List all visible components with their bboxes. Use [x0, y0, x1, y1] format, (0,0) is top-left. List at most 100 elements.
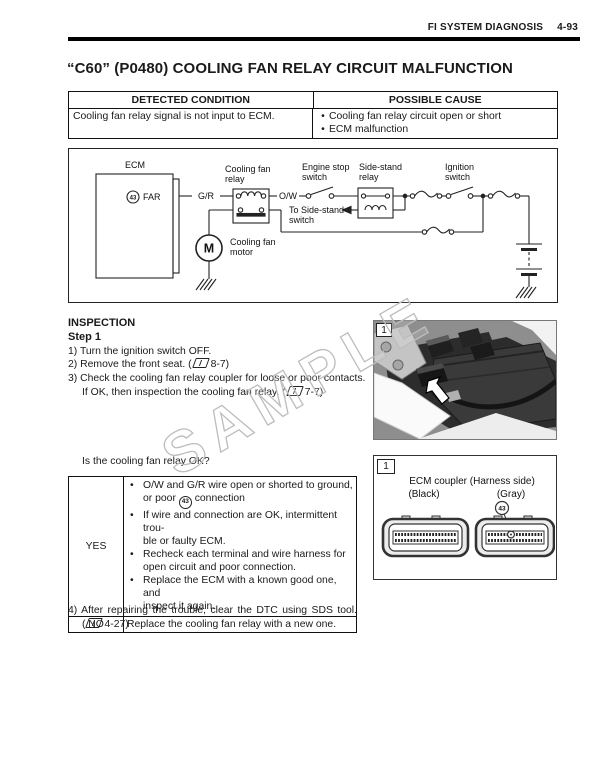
ignition-switch-symbol — [445, 186, 474, 199]
side-stand-relay-label: relay — [359, 172, 379, 182]
to-side-stand-label: To Side-stand — [289, 205, 344, 215]
yes-cell: • O/W and G/R wire open or shorted to gr… — [124, 477, 356, 616]
pin-label: FAR — [143, 192, 161, 202]
cause-text: Cooling fan relay circuit open or short — [329, 111, 502, 122]
figure-number-label: 1 — [377, 459, 395, 474]
coupler-illustration: ECM coupler (Harness side) (Black) (Gray… — [381, 476, 556, 558]
yes-item: • Replace the ECM with a known good one,… — [127, 574, 353, 613]
detected-condition-header: DETECTED CONDITION — [69, 92, 314, 108]
relay-block — [458, 328, 483, 348]
engine-stop-label: Engine stop — [302, 162, 350, 172]
circuit-diagram: ECM 43 FAR G/R O/W Cooling fan relay Eng… — [95, 160, 542, 299]
motor-label: Cooling fan — [230, 237, 276, 247]
condition-table-body-row: Cooling fan relay signal is not input to… — [69, 109, 557, 138]
refer-icon — [285, 385, 304, 396]
pin-number: 43 — [498, 506, 506, 513]
bullet: • — [130, 549, 134, 560]
connector-block — [486, 321, 516, 340]
step-text: 2) Remove the front seat. ( — [68, 359, 192, 371]
pointer-arrow-icon — [425, 375, 450, 405]
wire-label-ow: O/W — [279, 191, 298, 201]
coupler-title: ECM coupler (Harness side) — [409, 476, 535, 487]
step-title: Step 1 — [68, 330, 102, 343]
photo-illustration — [373, 321, 558, 440]
inspection-question: Is the cooling fan relay OK? — [82, 456, 210, 467]
yes-text: Recheck each terminal and wire harness f… — [143, 549, 346, 560]
to-side-stand-label: switch — [289, 215, 314, 225]
coupler-gray-label: (Gray) — [497, 489, 525, 500]
refer-icon — [85, 617, 104, 628]
yes-item: • If wire and connection are OK, intermi… — [127, 509, 353, 548]
bullet: • — [130, 480, 134, 491]
bullet: • — [321, 123, 325, 135]
relay-label: Cooling fan — [225, 164, 271, 174]
step-line: (4-27) — [68, 617, 357, 632]
seat-edge — [512, 321, 556, 355]
yes-text: open circuit and poor connection. — [143, 562, 297, 573]
circled-pin-number: 43 — [178, 496, 192, 509]
refer-page: 7-7) — [304, 386, 324, 398]
yes-text: If wire and connection are OK, intermitt… — [143, 510, 338, 534]
bracket-plate — [373, 324, 427, 380]
figure-ecm-coupler: ECM coupler (Harness side) (Black) (Gray… — [373, 455, 557, 580]
header-page-number: 4-93 — [557, 22, 578, 33]
step-text: 1) Turn the ignition switch OFF. — [68, 345, 212, 357]
circled-pin-number — [494, 500, 510, 516]
page-header: FI SYSTEM DIAGNOSIS 4-93 — [428, 22, 578, 33]
yes-label: YES — [69, 477, 124, 616]
yes-text: connection — [191, 493, 245, 504]
wire-label-gr: G/R — [198, 191, 215, 201]
detected-condition-cell: Cooling fan relay signal is not input to… — [69, 109, 313, 138]
ecm-box — [95, 173, 180, 279]
coupler-black-label: (Black) — [408, 489, 439, 500]
page-title: “C60” (P0480) COOLING FAN RELAY CIRCUIT … — [67, 60, 513, 77]
battery-icon — [516, 243, 542, 287]
step-text: 3) Check the cooling fan relay coupler f… — [68, 373, 366, 385]
relay-label: relay — [225, 174, 245, 184]
step-text: If OK, then inspection the cooling fan r… — [82, 386, 286, 398]
engine-stop-label: switch — [302, 172, 327, 182]
inspection-heading: INSPECTION — [68, 317, 136, 329]
step-line: 1) Turn the ignition switch OFF. — [68, 345, 370, 359]
header-section: FI SYSTEM DIAGNOSIS — [427, 22, 544, 33]
cable-connector — [446, 390, 461, 402]
possible-cause-cell: •Cooling fan relay circuit open or short… — [313, 109, 557, 138]
yes-row: YES • O/W and G/R wire open or shorted t… — [69, 477, 356, 617]
step4: 4) After repairing the trouble, clear th… — [68, 604, 357, 632]
step-line: If OK, then inspection the cooling fan r… — [68, 385, 370, 400]
yes-text: ble or faulty ECM. — [143, 536, 226, 547]
figure-number-label: 1 — [376, 323, 392, 337]
fuse-icon — [421, 226, 455, 235]
refer-page: 8-7) — [210, 359, 230, 371]
left-arrowhead-icon — [341, 205, 352, 215]
cause-text: ECM malfunction — [329, 123, 409, 135]
ignition-switch-label: Ignition — [445, 162, 474, 172]
motor-label: motor — [230, 247, 253, 257]
cable — [450, 379, 558, 410]
cooling-fan-relay-symbol — [232, 188, 270, 224]
yes-text: inspect it again. — [143, 601, 216, 612]
condition-table-header-row: DETECTED CONDITION POSSIBLE CAUSE — [69, 92, 557, 109]
engine-stop-switch-symbol — [305, 186, 335, 199]
coupler-gray — [474, 515, 556, 558]
side-stand-relay-symbol — [357, 187, 394, 219]
yes-text: O/W and G/R wire open or shorted to grou… — [143, 480, 353, 491]
header-rule — [68, 37, 580, 41]
pin-number: 43 — [130, 196, 137, 202]
ignition-switch-label: switch — [445, 172, 470, 182]
figure-photo-relay-location: 1 — [373, 320, 558, 440]
ground-icon — [195, 278, 217, 291]
fuse-icon — [409, 190, 443, 199]
fuse-icon — [487, 190, 521, 199]
ecm-label: ECM — [125, 160, 145, 170]
refer-icon — [191, 358, 210, 369]
motor-letter: M — [204, 242, 214, 256]
possible-cause-header: POSSIBLE CAUSE — [388, 94, 482, 106]
cause-item: •Cooling fan relay circuit open or short — [317, 111, 553, 124]
seat-edge — [373, 372, 451, 440]
circuit-diagram-panel: ECM 43 FAR G/R O/W Cooling fan relay Eng… — [68, 148, 558, 303]
step-line: 2) Remove the front seat. ( 8-7) — [68, 358, 370, 372]
side-stand-relay-label: Side-stand — [359, 162, 402, 172]
condition-table: DETECTED CONDITION POSSIBLE CAUSE Coolin… — [68, 91, 558, 139]
